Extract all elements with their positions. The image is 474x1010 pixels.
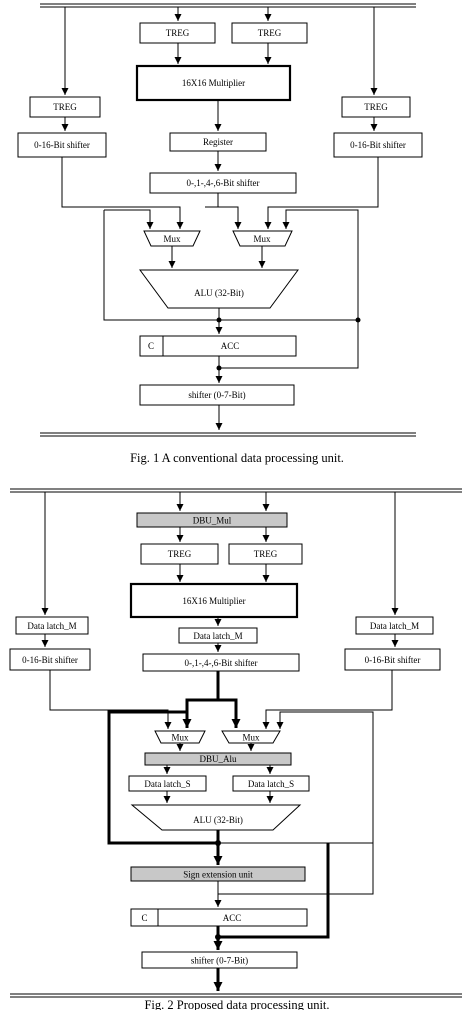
fig2-dbu-mul-label: DBU_Mul [193,516,232,526]
fig2-mux-a [154,730,206,744]
fig2-latch-s-a-label: Data latch_S [144,779,190,789]
fig1-shifter-left-label: 0-16-Bit shifter [34,140,90,150]
fig2-latch-left-label: Data latch_M [27,621,76,631]
figure-2: DBU_Mul TREG TREG 16X16 Multiplier Data … [9,488,462,1010]
fig2-shifter-mid-label: 0-,1-,4-,6-Bit shifter [185,658,258,668]
fig2-treg-a-label: TREG [168,549,192,559]
fig1-multiplier-label: 16X16 Multiplier [182,78,245,88]
fig2-shifter-mid [142,653,300,672]
fig2-mux-b [221,730,281,744]
fig1-alu-label: ALU (32-Bit) [194,288,244,298]
fig1-multiplier [135,64,292,102]
fig1-treg-right-label: TREG [364,102,388,112]
fig1-mux-b [232,230,293,247]
fig2-shifter-right-label: 0-16-Bit shifter [365,655,421,665]
fig2-alu-label: ALU (32-Bit) [193,815,243,825]
fig2-mux-a-label: Mux [171,733,189,743]
fig2-treg-b-label: TREG [254,549,278,559]
fig2-latch-left [15,616,89,635]
fig1-treg-b [231,22,308,44]
fig1-treg-right [341,96,411,118]
fig2-multiplier [129,582,299,619]
fig1-mux-a [143,230,201,247]
fig1-shifter-right-label: 0-16-Bit shifter [350,140,406,150]
fig2-alu [130,804,302,831]
fig1-treg-a-label: TREG [166,28,190,38]
fig1-shifter-right [333,132,423,158]
fig2-acc [130,908,308,927]
fig1-caption: Fig. 1 A conventional data processing un… [130,451,344,465]
figure-1: TREG TREG 16X16 Multiplier TREG TREG 0-1… [17,3,423,465]
fig1-register-label: Register [203,137,233,147]
fig1-acc-c-label: C [148,341,154,351]
fig2-mux-b-label: Mux [242,733,260,743]
fig1-alu [139,269,299,309]
fig1-mux-b-label: Mux [253,234,271,244]
fig1-shifter-mid [149,172,297,194]
fig2-latch-right-label: Data latch_M [370,621,419,631]
fig2-dbu-alu [144,752,292,766]
fig1-treg-left-label: TREG [53,102,77,112]
fig2-multiplier-label: 16X16 Multiplier [182,596,245,606]
fig2-acc-label: ACC [223,913,242,923]
fig2-shifter-left-label: 0-16-Bit shifter [22,655,78,665]
fig2-caption: Fig. 2 Proposed data processing unit. [144,998,329,1010]
fig1-shifter-left [17,132,107,158]
fig2-sign-extension-label: Sign extension unit [183,870,253,880]
fig2-dbu-alu-label: DBU_Alu [199,754,237,764]
fig1-shifter-out-label: shifter (0-7-Bit) [188,390,245,400]
fig2-latch-s-b-label: Data latch_S [248,779,294,789]
fig1-treg-b-label: TREG [258,28,282,38]
fig2-latch-mid-label: Data latch_M [193,631,242,641]
fig1-acc-label: ACC [221,341,240,351]
fig1-shifter-mid-label: 0-,1-,4-,6-Bit shifter [187,178,260,188]
fig1-shifter-out [139,384,295,406]
fig2-latch-s-b [232,775,310,792]
fig1-mux-a-label: Mux [163,234,181,244]
fig2-acc-c-label: C [141,913,147,923]
fig2-shifter-out-label: shifter (0-7-Bit) [191,956,248,966]
fig1-acc [139,335,297,357]
fig2-dbu-mul [136,512,288,528]
